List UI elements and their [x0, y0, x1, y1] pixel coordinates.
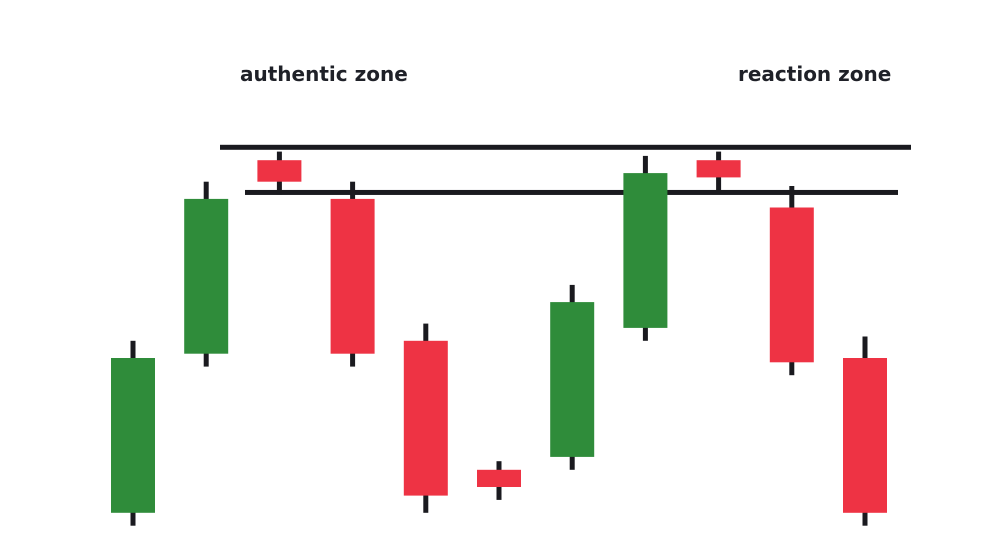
- candle-2: [184, 181, 229, 367]
- candle-1-body: [111, 358, 155, 513]
- candle-10: [769, 186, 814, 376]
- candle-1: [111, 340, 155, 526]
- candle-11-body: [843, 358, 887, 513]
- candle-7: [550, 284, 595, 470]
- candle-10-body: [769, 207, 814, 363]
- candle-11: [843, 336, 887, 526]
- candle-4: [330, 181, 375, 367]
- level-line-1: [220, 144, 911, 150]
- level-line-2: [245, 189, 898, 195]
- candle-5: [403, 323, 448, 513]
- candle-6-body: [477, 469, 521, 487]
- candle-3-body: [257, 160, 302, 182]
- candle-6: [477, 461, 521, 500]
- candles-layer: [111, 151, 887, 526]
- candle-2-body: [184, 198, 229, 354]
- reaction-zone-label: reaction zone: [738, 62, 891, 86]
- authentic-zone-label: authentic zone: [240, 62, 408, 86]
- candle-9-body: [696, 160, 741, 178]
- labels-layer: authentic zone reaction zone: [240, 62, 891, 86]
- candle-7-body: [550, 302, 595, 457]
- candle-4-body: [330, 198, 375, 354]
- candle-5-body: [403, 340, 448, 496]
- levels-layer: [220, 144, 911, 195]
- candle-8: [623, 155, 668, 341]
- candle-8-body: [623, 173, 668, 328]
- candle-3: [257, 151, 302, 195]
- candle-9: [696, 151, 741, 191]
